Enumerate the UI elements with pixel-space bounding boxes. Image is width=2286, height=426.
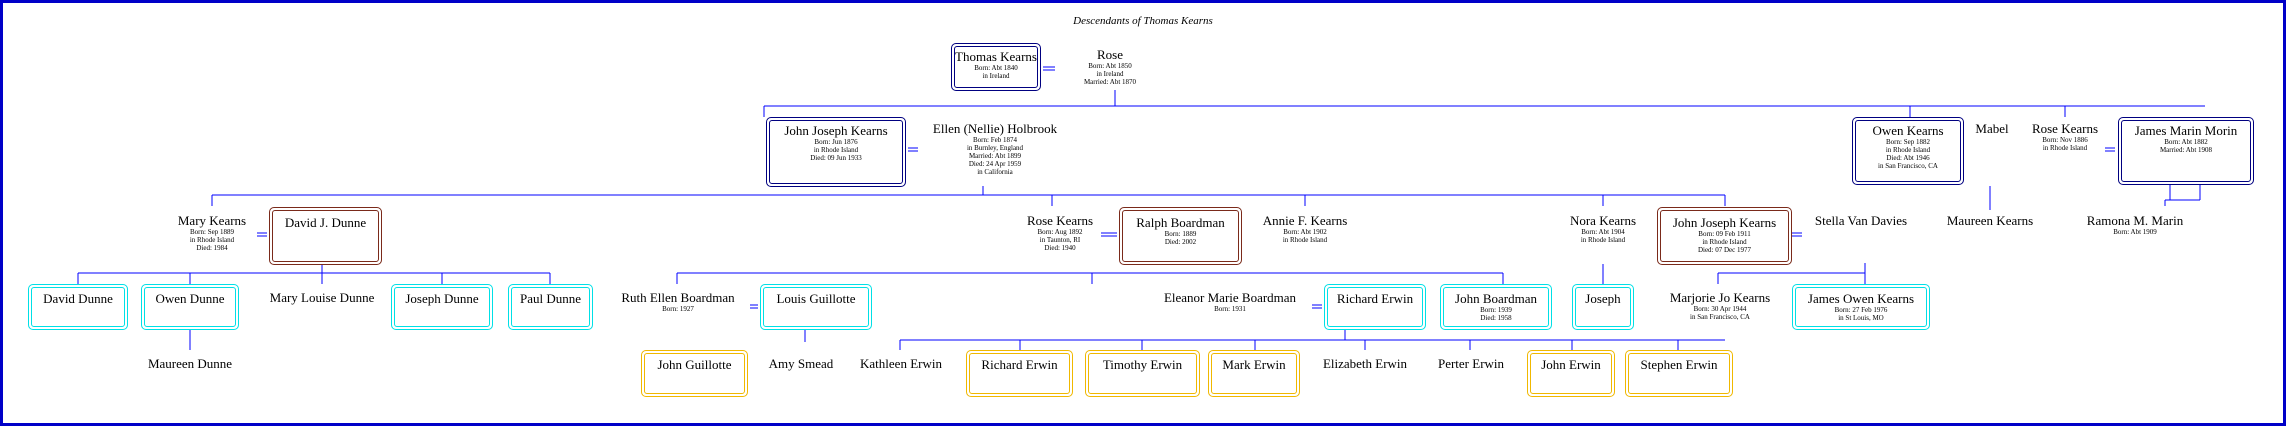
- person-elizabeth-erwin[interactable]: Elizabeth Erwin: [1322, 356, 1408, 371]
- person-richard-erwin[interactable]: Richard Erwin: [1324, 284, 1426, 330]
- person-david-j-dunne[interactable]: David J. Dunne: [269, 207, 382, 265]
- person-john-guillotte[interactable]: John Guillotte: [641, 350, 748, 397]
- person-joseph[interactable]: Joseph: [1572, 284, 1634, 330]
- person-stephen-erwin[interactable]: Stephen Erwin: [1625, 350, 1733, 397]
- person-mary-louise-dunne[interactable]: Mary Louise Dunne: [269, 290, 375, 305]
- chart-title: Descendants of Thomas Kearns: [1073, 15, 1213, 27]
- person-maureen-kearns[interactable]: Maureen Kearns: [1946, 213, 2034, 228]
- person-paul-dunne[interactable]: Paul Dunne: [508, 284, 593, 330]
- person-mark-erwin[interactable]: Mark Erwin: [1208, 350, 1300, 397]
- person-owen-dunne[interactable]: Owen Dunne: [141, 284, 239, 330]
- person-john-erwin[interactable]: John Erwin: [1527, 350, 1615, 397]
- person-amy-smead[interactable]: Amy Smead: [768, 356, 834, 371]
- person-joseph-dunne[interactable]: Joseph Dunne: [391, 284, 493, 330]
- person-richard-erwin-2[interactable]: Richard Erwin: [966, 350, 1073, 397]
- person-perter-erwin[interactable]: Perter Erwin: [1437, 356, 1505, 371]
- person-timothy-erwin[interactable]: Timothy Erwin: [1085, 350, 1200, 397]
- person-stella-van-davies[interactable]: Stella Van Davies: [1814, 213, 1908, 228]
- person-david-dunne[interactable]: David Dunne: [28, 284, 128, 330]
- person-name: Thomas Kearns: [955, 49, 1037, 64]
- person-maureen-dunne[interactable]: Maureen Dunne: [147, 356, 233, 371]
- person-kathleen-erwin[interactable]: Kathleen Erwin: [860, 356, 942, 371]
- person-louis-guillotte[interactable]: Louis Guillotte: [760, 284, 872, 330]
- person-mabel[interactable]: Mabel: [1975, 121, 2009, 136]
